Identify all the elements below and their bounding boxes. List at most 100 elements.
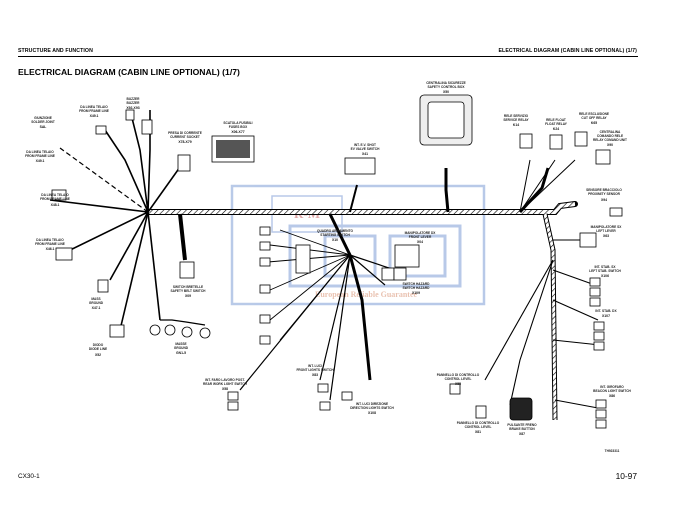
svg-text:X46.1: X46.1	[46, 247, 55, 251]
svg-text:PRESA DI CORRENTE: PRESA DI CORRENTE	[168, 131, 202, 135]
svg-text:STARTING SWITCH: STARTING SWITCH	[320, 233, 350, 237]
svg-text:DIODE LINE: DIODE LINE	[89, 347, 107, 351]
svg-text:X107: X107	[602, 314, 610, 318]
svg-text:X109: X109	[412, 291, 420, 295]
svg-text:INT. E.V. SHOT: INT. E.V. SHOT	[354, 143, 376, 147]
label-ground-x47: MASS GROUND X47.1	[89, 297, 104, 310]
svg-text:SAFETY BELT SWITCH: SAFETY BELT SWITCH	[171, 289, 207, 293]
page-title: ELECTRICAL DIAGRAM (CABIN LINE OPTIONAL)…	[18, 67, 240, 77]
svg-text:X78-X79: X78-X79	[178, 140, 191, 144]
svg-text:SERVICE RELAY: SERVICE RELAY	[503, 118, 529, 122]
label-left-stab-switch: INT. STAB. SX LEFT STAB. SWITCH X106	[589, 265, 621, 278]
svg-text:X49.1: X49.1	[36, 159, 45, 163]
svg-text:BUZZER: BUZZER	[127, 101, 141, 105]
svg-text:FRONT LIGHTS SWITCH: FRONT LIGHTS SWITCH	[296, 368, 334, 372]
svg-text:LEFT LEVER: LEFT LEVER	[596, 229, 616, 233]
label-cutoff-relay: RELE ESCLUSIONE CUT OFF RELAY K65	[579, 112, 609, 125]
svg-text:SWITCH HAZARD: SWITCH HAZARD	[403, 286, 431, 290]
label-diode: DIODO DIODE LINE X52	[89, 343, 107, 357]
svg-text:PANNELLO DI CONTROLLO: PANNELLO DI CONTROLLO	[437, 373, 480, 377]
svg-text:X50: X50	[443, 90, 449, 94]
label-frame-x461: DA LINEA TELAIO FROM FRAME LINE X46.1	[35, 238, 65, 251]
svg-text:X47.1: X47.1	[92, 306, 101, 310]
svg-text:FROM FRAME LINE: FROM FRAME LINE	[79, 109, 109, 113]
svg-text:FLOAT RELAY: FLOAT RELAY	[545, 122, 568, 126]
svg-text:LEFT STAB. SWITCH: LEFT STAB. SWITCH	[589, 269, 621, 273]
svg-text:K65: K65	[591, 121, 597, 125]
svg-text:DA LINEA TELAIO: DA LINEA TELAIO	[41, 193, 69, 197]
svg-text:PROXIMITY SENSOR: PROXIMITY SENSOR	[588, 192, 621, 196]
label-control-level-a: PANNELLO DI CONTROLLO CONTROL LEVEL X55	[437, 373, 480, 386]
svg-text:CONTROL LEVEL: CONTROL LEVEL	[445, 377, 472, 381]
svg-text:DA LINEA TELAIO: DA LINEA TELAIO	[36, 238, 64, 242]
svg-text:PULSANTE FRENO: PULSANTE FRENO	[507, 423, 537, 427]
label-hazard-switch: SWITCH HAZARD SWITCH HAZARD X109	[403, 282, 431, 295]
svg-text:CONTROL LEVEL: CONTROL LEVEL	[465, 425, 492, 429]
header-page-title: ELECTRICAL DIAGRAM (CABIN LINE OPTIONAL)…	[498, 48, 637, 54]
label-front-lights: INT. LUCI FRONT LIGHTS SWITCH X83	[296, 364, 334, 377]
svg-text:BUZZER: BUZZER	[127, 97, 141, 101]
svg-text:FUSES BOX: FUSES BOX	[229, 125, 248, 129]
svg-text:MASS: MASS	[91, 297, 100, 301]
svg-text:X63: X63	[603, 234, 609, 238]
svg-text:RELE FLOAT: RELE FLOAT	[546, 118, 566, 122]
svg-text:INT. FARO LAVORO POST.: INT. FARO LAVORO POST.	[205, 378, 245, 382]
svg-text:EV VALVE SWITCH: EV VALVE SWITCH	[351, 147, 380, 151]
label-ev-valve: INT. E.V. SHOT EV VALVE SWITCH X41	[351, 143, 380, 156]
svg-text:X92-X93: X92-X93	[126, 106, 139, 110]
label-boom-sensor: SENSORE BRACCIOLO PROXIMITY SENSOR X94	[586, 188, 622, 202]
label-giunzione: GIUNZIONE SOLDER JOINT SAL	[31, 116, 55, 129]
label-current-socket: PRESA DI CORRENTE CURRENT SOCKET X78-X79	[168, 131, 202, 144]
label-left-lever: MANIPOLATORE SX LEFT LEVER X63	[591, 225, 623, 238]
svg-text:BRAKE BUTTON: BRAKE BUTTON	[509, 427, 535, 431]
label-ground-gn: MASSE GROUND GN1-5	[174, 342, 189, 355]
label-frame-x491-top: DA LINEA TELAIO FROM FRAME LINE X49.1	[79, 105, 109, 118]
svg-text:X86: X86	[609, 394, 615, 398]
label-frame-x481: DA LINEA TELAIO FROM FRAME LINE X48.1	[40, 193, 70, 207]
svg-text:X04: X04	[417, 240, 423, 244]
svg-text:CUT OFF RELAY: CUT OFF RELAY	[581, 116, 607, 120]
svg-text:COMANDO RELE: COMANDO RELE	[597, 134, 623, 138]
label-dashboard: QUADRO ARMAMENTO STARTING SWITCH X10	[317, 229, 353, 242]
header-section-title: STRUCTURE AND FUNCTION	[18, 48, 93, 54]
svg-text:FRONT LEVER: FRONT LEVER	[409, 235, 432, 239]
watermark-tagline: European Reliable Guarantee	[315, 290, 418, 299]
svg-text:K24: K24	[553, 127, 559, 131]
footer-model: CX30-1	[18, 473, 40, 480]
main-harness	[49, 109, 601, 421]
svg-text:FROM FRAME LINE: FROM FRAME LINE	[35, 242, 65, 246]
svg-text:SWITCH BRETELLE: SWITCH BRETELLE	[173, 285, 203, 289]
label-relay-k14: RELE SERVIZIO SERVICE RELAY K14	[503, 114, 529, 127]
svg-text:SCATOLA FUSIBILI: SCATOLA FUSIBILI	[223, 121, 252, 125]
svg-text:X55: X55	[455, 382, 461, 386]
svg-text:PANNELLO DI CONTROLLO: PANNELLO DI CONTROLLO	[457, 421, 500, 425]
svg-text:X108: X108	[368, 411, 376, 415]
svg-text:INT. STAB. DX: INT. STAB. DX	[595, 309, 617, 313]
svg-text:INT. LUCI DIREZIONE: INT. LUCI DIREZIONE	[356, 402, 388, 406]
label-brake-button: PULSANTE FRENO BRAKE BUTTON X87	[507, 423, 537, 436]
svg-text:GIUNZIONE: GIUNZIONE	[34, 116, 52, 120]
label-beacon-switch: INT. GIROFARO BEACON LIGHT SWITCH X86	[593, 385, 631, 398]
svg-text:GROUND: GROUND	[174, 346, 189, 350]
svg-text:SWITCH HAZARD: SWITCH HAZARD	[403, 282, 431, 286]
svg-text:X83: X83	[312, 373, 318, 377]
svg-text:X49.1: X49.1	[90, 114, 99, 118]
svg-text:QUADRO ARMAMENTO: QUADRO ARMAMENTO	[317, 229, 353, 233]
label-front-lever: MANIPOLATORE DX FRONT LEVER X04	[405, 231, 437, 244]
connectors	[51, 94, 623, 429]
svg-text:SOLDER JOINT: SOLDER JOINT	[31, 120, 55, 124]
header-rule	[18, 56, 638, 57]
label-frame-x491-a: DA LINEA TELAIO FROM FRAME LINE X49.1	[25, 150, 55, 163]
svg-text:K14: K14	[513, 123, 519, 127]
svg-text:INT. GIROFARO: INT. GIROFARO	[600, 385, 624, 389]
svg-text:X94: X94	[601, 198, 607, 202]
svg-text:INT. STAB. SX: INT. STAB. SX	[594, 265, 616, 269]
svg-text:X87: X87	[519, 432, 525, 436]
svg-text:FROM FRAME LINE: FROM FRAME LINE	[25, 154, 55, 158]
svg-text:FROM FRAME LINE: FROM FRAME LINE	[40, 197, 70, 201]
svg-text:RELE ESCLUSIONE: RELE ESCLUSIONE	[579, 112, 609, 116]
label-rear-work-light: INT. FARO LAVORO POST. REAR WORK LIGHT S…	[203, 378, 248, 391]
svg-text:X81: X81	[475, 430, 481, 434]
label-command-unit: CENTRALINA COMANDO RELE RELAY COMAND UNI…	[593, 130, 627, 147]
